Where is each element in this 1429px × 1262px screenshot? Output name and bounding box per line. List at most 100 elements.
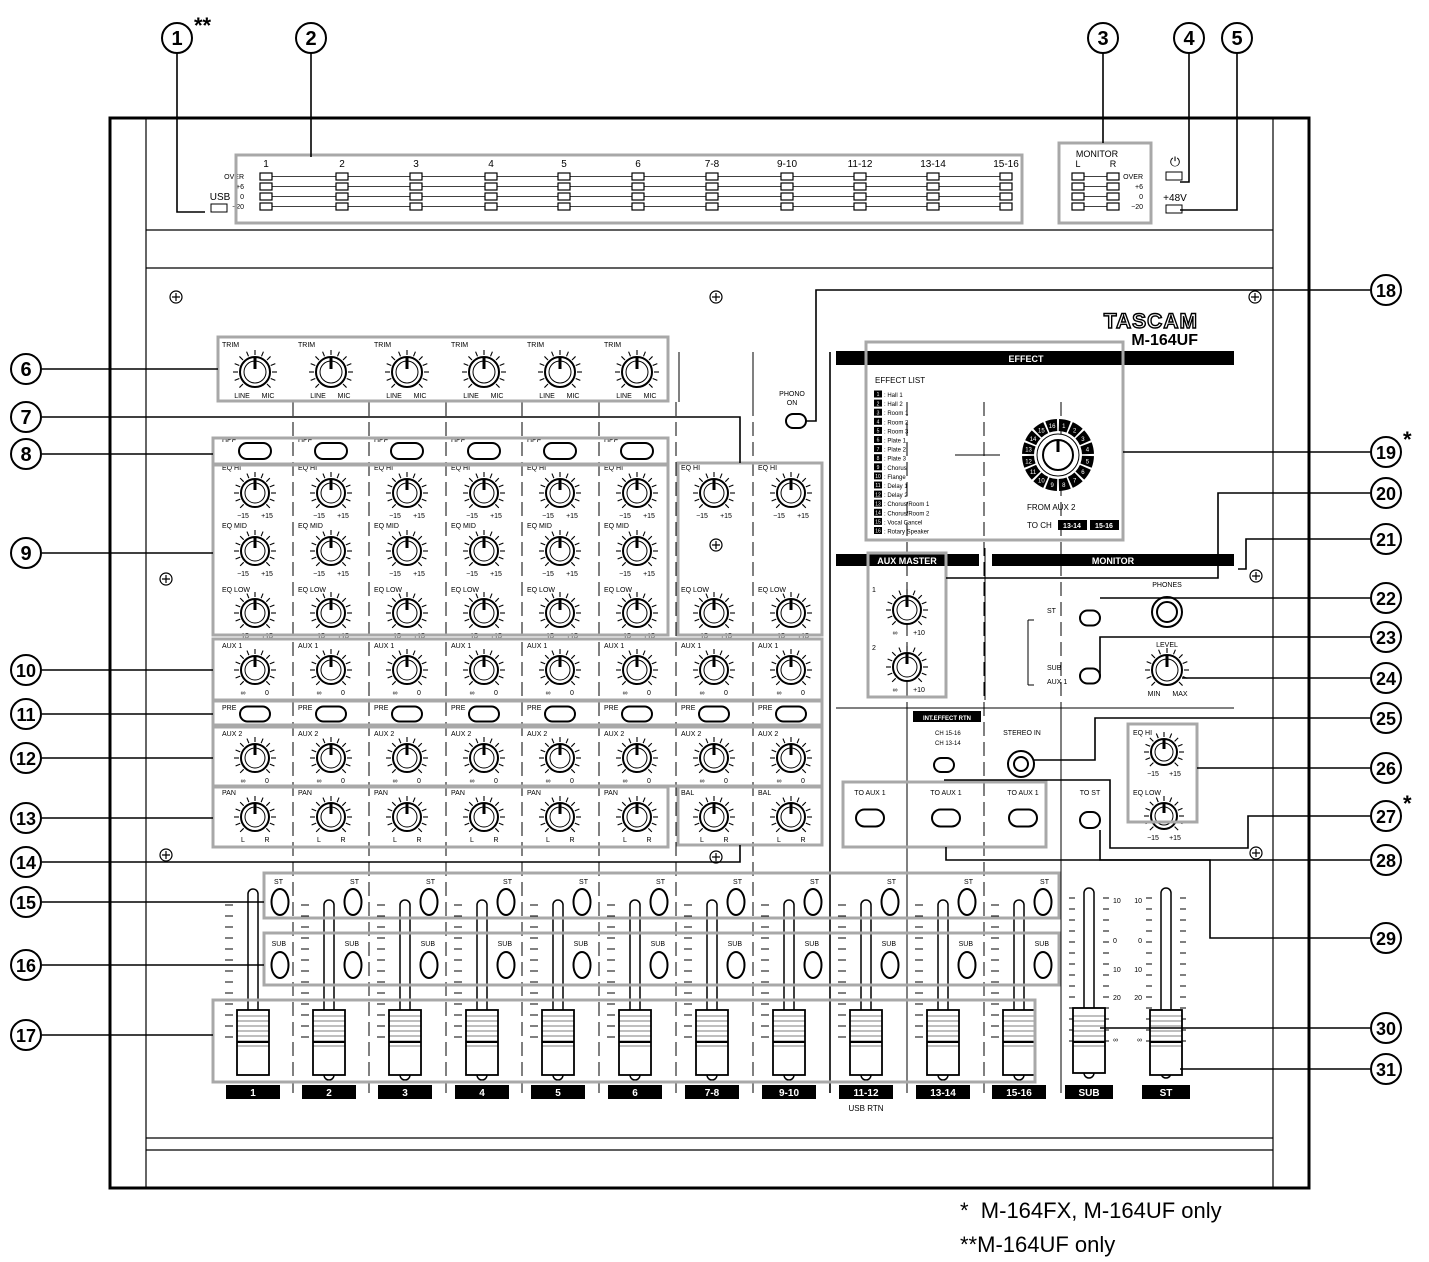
callout-leader bbox=[946, 492, 1370, 579]
knob-tick bbox=[540, 675, 546, 679]
meter-channel-label: 9-10 bbox=[777, 159, 797, 170]
knob-tick bbox=[724, 827, 730, 833]
knob-tick bbox=[235, 763, 241, 767]
knob-tick bbox=[551, 351, 555, 357]
knob-tick bbox=[468, 623, 474, 629]
knob-tick bbox=[463, 377, 469, 381]
callout-circle bbox=[1370, 662, 1402, 694]
monitor-scale-label: OVER bbox=[1123, 174, 1143, 181]
effect-item-number: 9 bbox=[877, 465, 880, 471]
pre-label: PRE bbox=[222, 705, 237, 712]
knob-tick bbox=[805, 749, 811, 753]
knob-tick bbox=[796, 473, 800, 479]
knob-min-label: ∞ bbox=[777, 690, 782, 697]
knob-tick bbox=[616, 363, 622, 367]
knob-max-label: R bbox=[416, 837, 421, 844]
effect-item-name: : Plate 2 bbox=[884, 448, 907, 454]
knob-tick bbox=[771, 618, 777, 622]
eq-hi-knob: −15+15 bbox=[310, 472, 352, 520]
callout-circle bbox=[1370, 621, 1402, 653]
knob-max-label: +15 bbox=[643, 513, 655, 520]
knob-tick bbox=[651, 661, 657, 665]
knob-max-label: MAX bbox=[1172, 691, 1188, 698]
knob-tick bbox=[887, 615, 893, 619]
knob-tick bbox=[565, 650, 569, 656]
knob-tick bbox=[921, 601, 927, 605]
knob-tick bbox=[1149, 801, 1154, 806]
effect-item-number-box bbox=[874, 472, 882, 480]
knob-tick bbox=[499, 363, 505, 367]
knob-tick bbox=[239, 680, 245, 686]
knob-min-label: L bbox=[546, 837, 550, 844]
knob-tick bbox=[498, 749, 504, 753]
st-assign-button bbox=[957, 888, 977, 916]
knob-tick bbox=[311, 484, 317, 488]
knob-tick bbox=[771, 498, 777, 502]
effect-item-number: 2 bbox=[877, 401, 880, 407]
effect-item-name: : Flange bbox=[884, 475, 906, 481]
callout-leader bbox=[806, 289, 1370, 422]
meter-channel-label: 2 bbox=[339, 159, 345, 170]
callout-number: 1 bbox=[171, 28, 182, 50]
knob-max-label: 0 bbox=[341, 690, 345, 697]
knob-tick bbox=[336, 797, 340, 803]
knob-tick bbox=[322, 531, 326, 537]
knob-tick bbox=[621, 503, 627, 509]
knob-tick bbox=[468, 561, 474, 567]
eq-mid-knob: −15+15 bbox=[310, 530, 352, 578]
knob-tick bbox=[565, 738, 569, 744]
eq-hi-label: EQ HI bbox=[298, 465, 317, 472]
knob-min-label: −15 bbox=[313, 513, 325, 520]
knob-tick bbox=[1177, 743, 1183, 747]
sub-assign-button bbox=[270, 951, 290, 979]
knob-tick bbox=[269, 556, 275, 560]
knob-tick bbox=[782, 473, 786, 479]
phantom-label: +48V bbox=[1163, 193, 1187, 204]
knob-min-label: ∞ bbox=[241, 778, 246, 785]
knob-tick bbox=[421, 808, 427, 812]
effect-segment bbox=[1067, 422, 1083, 438]
knob-tick bbox=[621, 654, 627, 660]
sub-assign-button bbox=[957, 951, 977, 979]
meter-led bbox=[780, 202, 794, 211]
callout-number: 26 bbox=[1376, 759, 1396, 779]
knob-tick bbox=[617, 484, 623, 488]
pre-label: PRE bbox=[374, 705, 389, 712]
effect-segment-number: 11 bbox=[1030, 470, 1037, 476]
eq-low-label: EQ LOW bbox=[298, 587, 326, 594]
knob-min-label: −15 bbox=[542, 513, 554, 520]
hpf-button bbox=[314, 442, 348, 460]
knob-tick bbox=[694, 661, 700, 665]
knob-max-label: +15 bbox=[797, 513, 809, 520]
knob-max-label: MIC bbox=[491, 393, 504, 400]
sub-assign-button bbox=[726, 951, 746, 979]
knob-tick bbox=[494, 680, 500, 686]
knob-tick bbox=[315, 503, 321, 509]
knob-min-label: −15 bbox=[696, 513, 708, 520]
knob-tick bbox=[617, 808, 623, 812]
monitor-aux1-label: AUX 1 bbox=[1047, 679, 1067, 686]
knob-tick bbox=[341, 535, 347, 541]
knob-tick bbox=[265, 768, 271, 774]
knob-max-label: +10 bbox=[913, 687, 925, 694]
knob-tick bbox=[574, 675, 580, 679]
knob-max-label: +15 bbox=[1169, 835, 1181, 842]
knob-tick bbox=[705, 650, 709, 656]
knob-tick bbox=[728, 763, 734, 767]
callout-circle bbox=[1370, 582, 1402, 614]
knob-tick bbox=[771, 484, 777, 488]
strip-number-box bbox=[531, 1085, 585, 1099]
knob-tick bbox=[651, 763, 657, 767]
usb-led bbox=[210, 203, 228, 213]
knob-tick bbox=[387, 556, 393, 560]
aux1-label: AUX 1 bbox=[222, 643, 242, 650]
hpf-label: HPF bbox=[527, 437, 541, 444]
knob-tick bbox=[921, 658, 927, 662]
st-assign-button bbox=[343, 888, 363, 916]
knob-tick bbox=[311, 618, 317, 622]
